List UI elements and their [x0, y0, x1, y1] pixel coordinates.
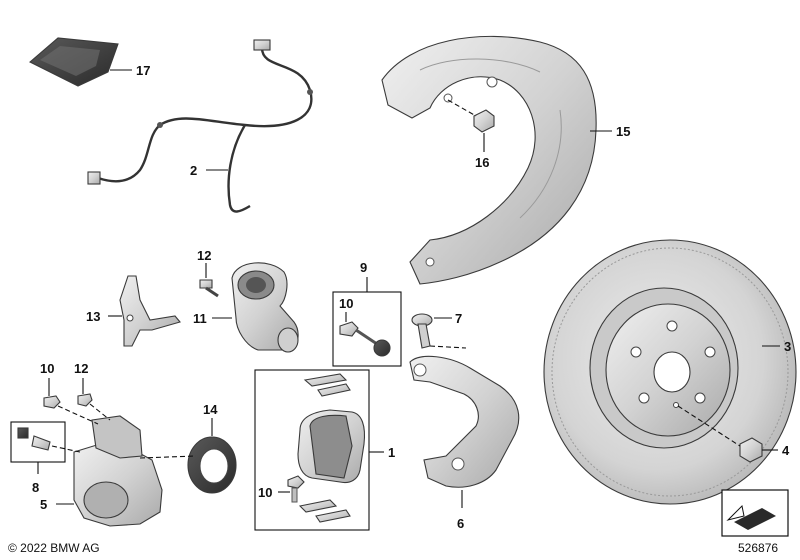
navigation-arrow-icon[interactable]	[721, 489, 789, 537]
part-6-caliper-carrier	[409, 355, 520, 488]
part-2-wear-sensor	[87, 39, 313, 213]
document-number: 526876	[738, 541, 779, 555]
label-4: 4	[782, 443, 790, 458]
label-3: 3	[784, 339, 791, 354]
label-10-group: 10	[339, 296, 353, 311]
part-10-screw-caliper	[43, 395, 61, 409]
copyright-text: © 2022 BMW AG	[8, 541, 100, 555]
part-5-caliper-housing	[73, 415, 163, 527]
label-8: 8	[32, 480, 39, 495]
group-box-1	[254, 369, 370, 531]
part-10-screw-pad	[287, 475, 305, 503]
part-9-guide-bolt-kit	[339, 321, 391, 357]
label-7: 7	[455, 311, 462, 326]
label-15: 15	[616, 124, 630, 139]
label-14: 14	[203, 402, 218, 417]
part-7-guide-bolt	[411, 313, 433, 349]
part-15-dust-shield	[381, 35, 597, 285]
part-4-disc-screw	[739, 437, 763, 463]
part-13-bracket	[119, 275, 181, 347]
part-3-brake-disc	[543, 239, 797, 505]
label-9: 9	[360, 260, 367, 275]
label-12-caliper: 12	[74, 361, 88, 376]
label-17: 17	[136, 63, 150, 78]
part-11-parking-brake-motor	[231, 262, 299, 353]
part-1-brake-pad-set	[297, 373, 366, 523]
label-5: 5	[40, 497, 47, 512]
label-10-pad: 10	[258, 485, 272, 500]
group-box-9	[332, 291, 402, 367]
part-12-screw-top	[199, 279, 219, 298]
part-12-screw-caliper	[77, 393, 93, 407]
part-8-bleeder-valve	[17, 427, 51, 451]
part-16-screw	[473, 109, 495, 133]
label-6: 6	[457, 516, 464, 531]
label-12-top: 12	[197, 248, 211, 263]
label-13: 13	[86, 309, 100, 324]
label-10-caliper: 10	[40, 361, 54, 376]
part-17-sealing-pad	[29, 37, 119, 87]
label-2: 2	[190, 163, 197, 178]
label-1: 1	[388, 445, 395, 460]
label-11: 11	[193, 311, 207, 326]
label-16: 16	[475, 155, 489, 170]
part-14-seal-ring	[187, 436, 237, 494]
